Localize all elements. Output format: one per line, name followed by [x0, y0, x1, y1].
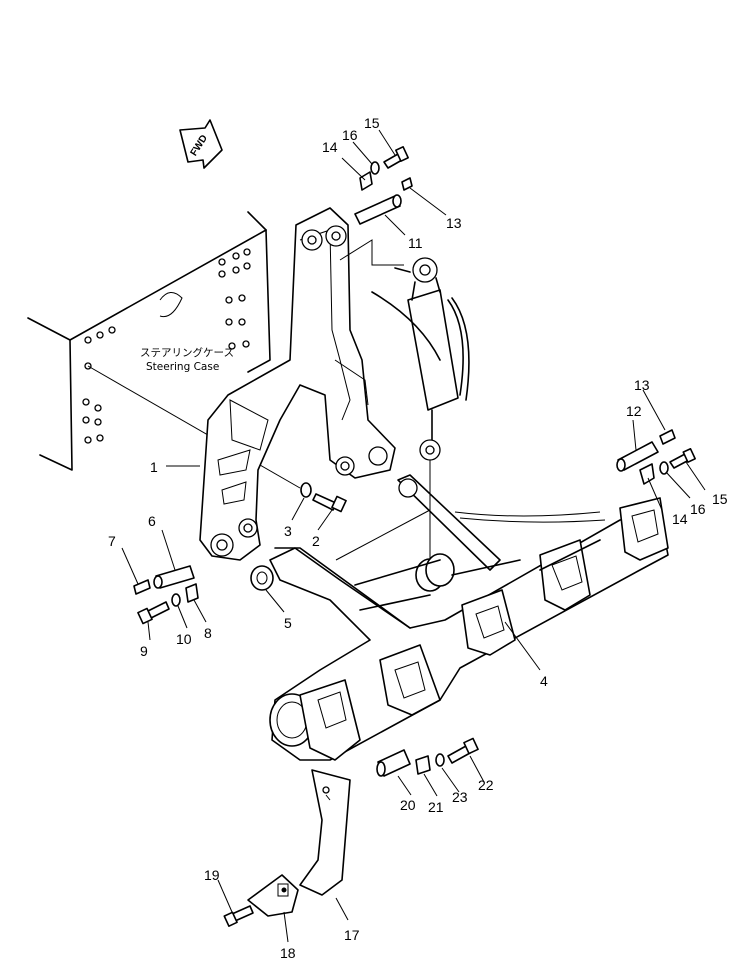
callout-4: 4 [540, 673, 548, 689]
bolt-9 [137, 601, 170, 625]
pin-20 [376, 749, 411, 777]
washer-10 [171, 593, 181, 607]
shank [299, 769, 351, 896]
bolt-19 [223, 905, 254, 927]
callout-19: 19 [204, 867, 220, 883]
pin-11 [354, 194, 402, 225]
callout-20: 20 [400, 797, 416, 813]
callout-16-top: 16 [342, 127, 358, 143]
callout-11: 11 [408, 235, 423, 251]
hydraulic-cylinder [371, 257, 470, 461]
callout-23: 23 [452, 789, 468, 805]
lock-plate-14-top [359, 171, 373, 191]
pin-line-bracket [335, 509, 431, 561]
steering-case: ステアリングケース Steering Case [27, 211, 271, 471]
callout-8: 8 [204, 625, 212, 641]
tooth [247, 874, 299, 917]
bushing-5 [250, 565, 274, 591]
lock-plate-14-right [639, 463, 655, 485]
callout-15-right: 15 [712, 491, 728, 507]
callout-9: 9 [140, 643, 148, 659]
link-line [454, 511, 601, 517]
bolt-2 [312, 493, 347, 513]
steering-case-label-jp: ステアリングケース [140, 346, 234, 359]
bolt-15-right [669, 447, 696, 469]
cylinder-leader [339, 239, 404, 266]
bolt-22 [447, 737, 479, 764]
washer-16-top [370, 161, 380, 175]
callout-12: 12 [626, 403, 642, 419]
bolt-15-top [383, 146, 409, 169]
callout-22: 22 [478, 777, 494, 793]
bracket [199, 207, 396, 561]
callout-6: 6 [148, 513, 156, 529]
grease-nipple-13-top [401, 177, 413, 191]
washer-16-right [659, 461, 669, 475]
callout-18: 18 [280, 945, 296, 958]
callout-14-right: 14 [672, 511, 688, 527]
callout-7: 7 [108, 533, 116, 549]
pin-12 [616, 441, 659, 472]
fwd-arrow: FWD [179, 119, 223, 169]
pin-6 [153, 565, 195, 589]
grease-nipple-13-right [659, 429, 676, 445]
callout-16-right: 16 [690, 501, 706, 517]
callout-1: 1 [150, 459, 158, 475]
callout-2: 2 [312, 533, 320, 549]
lock-plate-21 [415, 755, 431, 775]
link-line-2 [459, 517, 606, 523]
beam-assembly [269, 474, 669, 761]
washer-3 [300, 482, 312, 498]
callout-14-top: 14 [322, 139, 338, 155]
bolt-line-case [87, 365, 301, 489]
steering-case-label-en: Steering Case [146, 361, 219, 373]
callouts: 1 2 3 4 5 6 7 8 9 10 11 12 13 13 14 14 1… [108, 115, 728, 958]
washer-23 [435, 753, 445, 767]
callout-21: 21 [428, 799, 444, 815]
leader-lines [121, 129, 706, 943]
callout-15-top: 15 [364, 115, 380, 131]
lock-plate-8 [185, 583, 199, 603]
callout-17: 17 [344, 927, 360, 943]
callout-10: 10 [176, 631, 192, 647]
callout-3: 3 [284, 523, 292, 539]
callout-5: 5 [284, 615, 292, 631]
callout-13-right: 13 [634, 377, 650, 393]
callout-13-top: 13 [446, 215, 462, 231]
grease-nipple-7 [133, 579, 151, 595]
